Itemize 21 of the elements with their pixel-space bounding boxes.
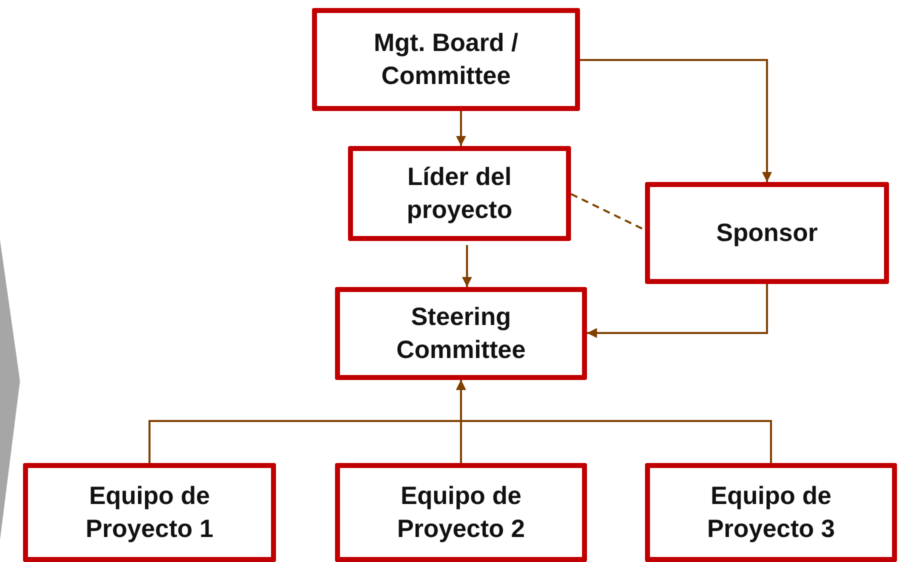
connector-line — [570, 193, 646, 231]
arrow — [587, 284, 768, 338]
org-box — [645, 463, 897, 562]
box-label: Líder del proyecto — [406, 162, 514, 226]
arrow — [580, 59, 772, 182]
box-label: Equipo de Proyecto 1 — [84, 481, 214, 544]
box-label: Equipo de Proyecto 2 — [396, 481, 526, 544]
box-label: Mgt. Board / Committee — [372, 28, 520, 92]
org-box — [312, 8, 580, 111]
org-box — [23, 463, 276, 562]
org-box — [348, 146, 571, 241]
org-box — [335, 463, 587, 562]
arrow — [456, 380, 772, 463]
org-box — [335, 287, 587, 380]
box-label: Sponsor — [716, 218, 818, 249]
org-box — [645, 182, 889, 284]
chevron-shape — [0, 240, 20, 540]
arrow — [462, 245, 472, 287]
arrow — [456, 111, 466, 146]
box-label: Equipo de Proyecto 3 — [706, 481, 836, 544]
box-label: Steering Committee — [395, 302, 527, 366]
